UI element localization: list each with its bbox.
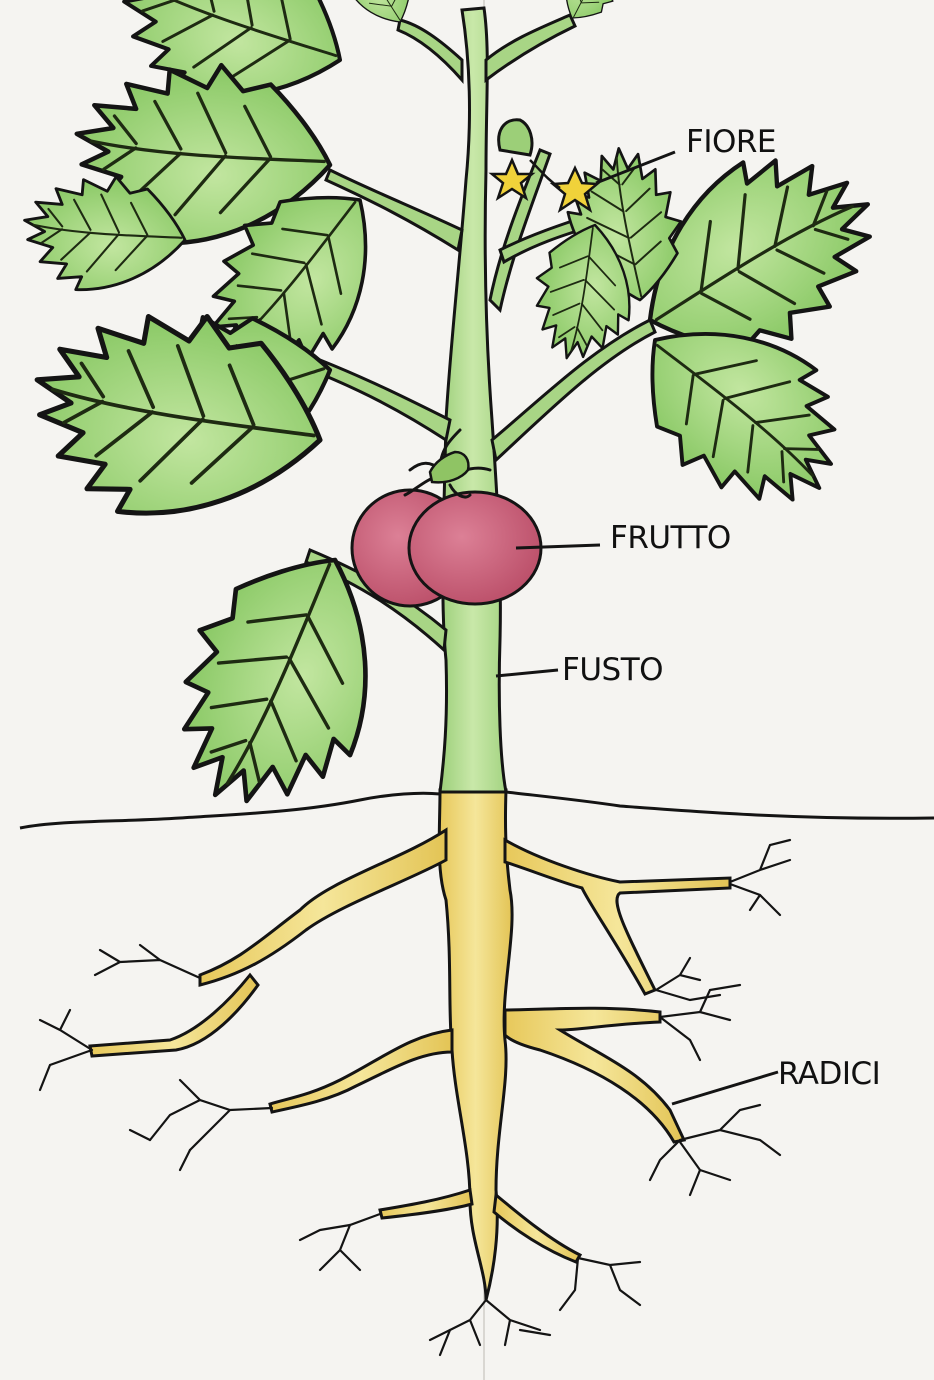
label-fusto: FUSTO — [562, 652, 663, 688]
label-radici: RADICI — [778, 1056, 880, 1092]
label-frutto: FRUTTO — [610, 520, 731, 556]
label-fiore: FIORE — [686, 124, 776, 160]
